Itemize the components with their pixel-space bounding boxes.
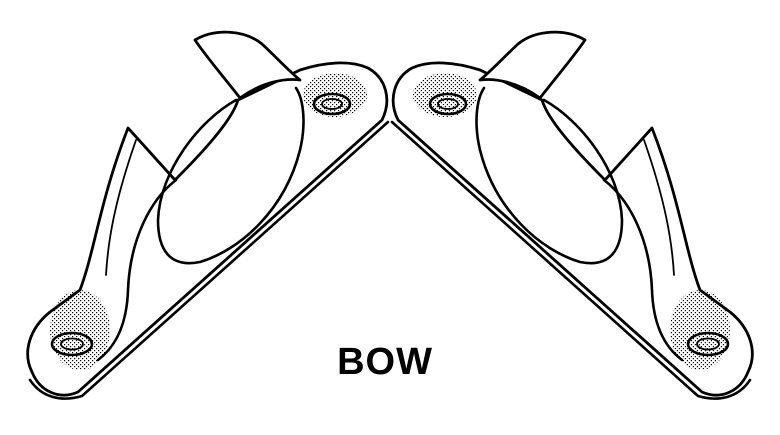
right-chock-bottom-hole-inner [696, 337, 720, 351]
left-chock-top-hole-inner [321, 98, 343, 110]
left-chock-rim [28, 120, 390, 400]
right-chock-horn [478, 30, 587, 100]
left-chock-horn [193, 30, 302, 100]
right-chock-ridge [643, 139, 675, 276]
left-chock-shade-bottom [50, 290, 110, 370]
right-chock-front-edge [602, 178, 684, 362]
left-bow-chock [26, 30, 390, 400]
right-chock-rim [390, 120, 752, 400]
left-chock-bottom-hole-inner [60, 337, 84, 351]
left-chock-cavity [156, 86, 305, 265]
left-chock-ridge [105, 139, 137, 276]
left-chock-base-plate [26, 61, 389, 397]
right-chock-shade-bottom [670, 290, 730, 370]
left-chock-front-edge [96, 178, 178, 362]
right-bow-chock [390, 30, 754, 400]
diagram-caption: BOW [337, 341, 433, 383]
right-chock-bottom-hole-icon [686, 331, 730, 357]
right-chock-top-hole-inner [437, 98, 459, 110]
left-chock-top-hole-icon [312, 92, 352, 116]
right-chock-top-hole-icon [428, 92, 468, 116]
right-chock-base-plate [391, 61, 754, 397]
right-chock-cavity [475, 86, 624, 265]
left-chock-bottom-hole-icon [50, 331, 94, 357]
